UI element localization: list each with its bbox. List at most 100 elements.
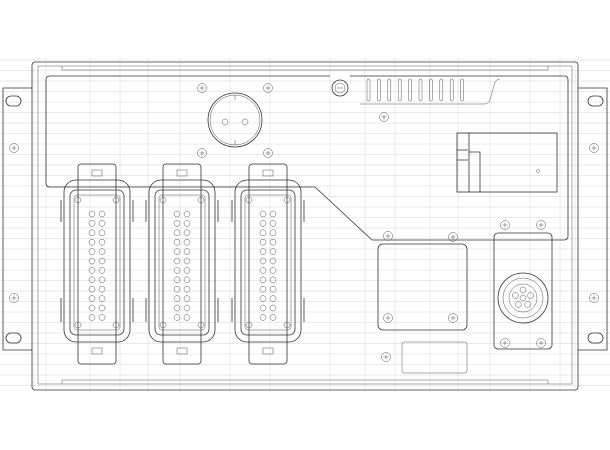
screw-icon: [74, 321, 82, 329]
latch-icon: [262, 347, 274, 355]
pin: [183, 285, 191, 293]
multipin-connector: [231, 163, 305, 365]
circuit-breaker: [456, 132, 558, 193]
pin: [269, 295, 277, 302]
pin: [269, 314, 277, 321]
pin: [269, 248, 277, 255]
vent-slot: [449, 78, 454, 102]
pin: [173, 276, 181, 284]
screw-icon: [589, 143, 599, 153]
latch-icon: [176, 169, 188, 177]
pin: [98, 276, 106, 284]
pin: [269, 220, 277, 227]
screw-icon: [283, 321, 291, 329]
screw-icon: [383, 231, 393, 241]
pin: [98, 248, 106, 255]
pin: [183, 267, 191, 274]
screw-icon: [197, 196, 205, 204]
pin: [173, 285, 181, 293]
pin: [259, 295, 267, 302]
pin: [173, 220, 181, 227]
screw-icon: [283, 196, 291, 204]
pin: [259, 238, 267, 246]
vent-slot: [387, 78, 392, 102]
pin: [98, 285, 106, 293]
pin: [269, 276, 277, 284]
pin: [183, 304, 191, 312]
pin: [173, 210, 181, 218]
vent-slot: [366, 78, 371, 102]
screw-icon: [74, 196, 82, 204]
pin: [173, 257, 181, 265]
pin: [98, 304, 106, 312]
construction-grid: [0, 58, 610, 392]
pin: [259, 314, 267, 321]
latch-icon: [262, 169, 274, 177]
pin: [269, 238, 277, 246]
pin: [269, 285, 277, 293]
pin: [259, 257, 267, 265]
vent-slot: [397, 78, 402, 102]
screw-icon: [263, 83, 273, 93]
screw-icon: [9, 293, 19, 303]
vent-slot: [377, 78, 381, 102]
pin: [269, 210, 277, 218]
pin: [173, 304, 181, 312]
pin: [519, 286, 527, 294]
screw-icon: [197, 148, 207, 158]
pin: [98, 295, 106, 302]
screw-icon: [112, 196, 120, 204]
pin: [259, 248, 267, 255]
pin: [88, 314, 96, 321]
screw-icon: [245, 196, 253, 204]
pin: [259, 229, 267, 237]
screw-icon: [448, 313, 458, 323]
pin: [173, 229, 181, 237]
rack-ear-left: [2, 87, 32, 351]
pin: [88, 285, 96, 293]
screw-icon: [589, 293, 599, 303]
pin: [269, 304, 277, 312]
pin: [183, 229, 191, 237]
screw-icon: [536, 338, 546, 348]
screw-icon: [263, 148, 273, 158]
pin: [183, 248, 191, 255]
pin: [98, 210, 106, 218]
pin: [259, 285, 267, 293]
pin: [98, 314, 106, 321]
pin: [98, 238, 106, 246]
screw-icon: [245, 321, 253, 329]
vent-slot: [429, 78, 433, 102]
pin: [519, 294, 527, 302]
screw-icon: [112, 321, 120, 329]
blank-plate: [377, 243, 468, 331]
pin: [259, 220, 267, 227]
pin: [88, 276, 96, 284]
screw-icon: [379, 112, 389, 122]
screw-icon: [197, 83, 207, 93]
screw-icon: [197, 321, 205, 329]
pin: [269, 229, 277, 237]
screw-icon: [159, 196, 167, 204]
pin: [98, 220, 106, 227]
multipin-connector: [60, 163, 134, 365]
pin: [88, 210, 96, 218]
pin: [269, 257, 277, 265]
pin: [88, 267, 96, 274]
pin: [88, 295, 96, 302]
pin: [173, 248, 181, 255]
vent-slot: [439, 78, 444, 102]
pin: [98, 267, 106, 274]
pin: [259, 210, 267, 218]
label-area: [401, 341, 468, 374]
pin: [98, 229, 106, 237]
vent-slots: [366, 78, 464, 102]
pin: [259, 276, 267, 284]
rack-ear-right: [578, 87, 608, 351]
enclosure: [31, 61, 579, 391]
pin: [512, 292, 519, 299]
pin: [88, 229, 96, 237]
pin: [515, 301, 522, 308]
latch-icon: [91, 169, 103, 177]
